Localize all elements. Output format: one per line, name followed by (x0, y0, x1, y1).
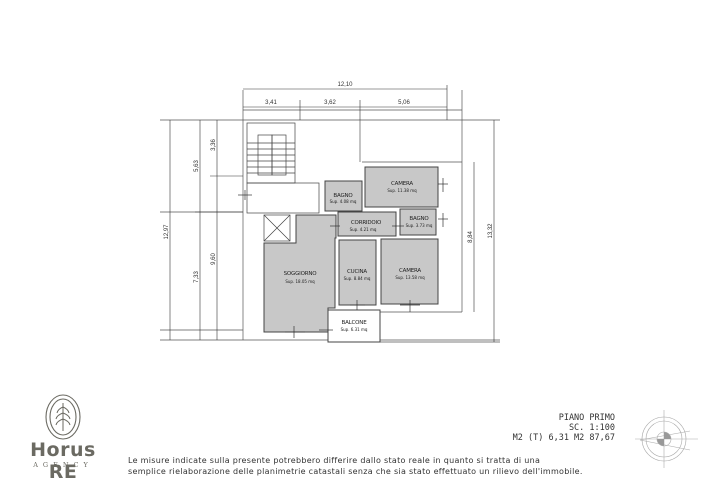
disclaimer-line-1: Le misure indicate sulla presente potreb… (128, 456, 541, 465)
room-bagno-1 (324, 180, 363, 212)
logo-subtitle: AGENCY (33, 461, 93, 469)
room-label: BALCONE (342, 320, 368, 326)
dim-top-total: 12,10 (337, 82, 353, 88)
room-label: CAMERA (391, 181, 413, 187)
stairwell (246, 122, 320, 242)
room-label: CORRIDOIO (351, 220, 382, 226)
disclaimer: Le misure indicate sulla presente potreb… (128, 455, 583, 477)
room-label: BAGNO (409, 216, 429, 222)
dim-top-1: 3,41 (265, 100, 277, 106)
scale-label: SC. 1:100 (568, 423, 615, 433)
dim-right-inner: 8,84 (468, 231, 474, 243)
room-label: SOGGIORNO (284, 271, 318, 277)
room-cucina (338, 239, 377, 306)
room-soggiorno (263, 214, 337, 333)
room-label: CAMERA (399, 268, 421, 274)
disclaimer-line-2: semplice rielaborazione delle planimetri… (128, 467, 583, 476)
room-corridoio (337, 211, 397, 237)
room-bagno-2 (399, 208, 437, 236)
floor-label: PIANO PRIMO (558, 413, 615, 423)
room-area: Sup. 13.58 mq (395, 275, 425, 280)
compass-rose-icon (635, 410, 698, 468)
plan-info: PIANO PRIMO SC. 1:100 M2 (T) 6,31 M2 87,… (513, 413, 615, 443)
agency-logo: Horus RE AGENCY (18, 393, 108, 483)
room-label: BAGNO (333, 193, 353, 199)
room-area: Sup. 18.05 mq (285, 279, 315, 284)
rooms (263, 166, 439, 333)
room-area: Sup. 8.84 mq (344, 276, 371, 281)
dim-left-inner-lower: 9,60 (211, 253, 217, 265)
dimension-lines (169, 85, 495, 342)
dim-left-upper: 5,63 (194, 160, 200, 172)
dim-top-3: 5,06 (398, 100, 410, 106)
room-area: Sup. 4.08 mq (330, 199, 357, 204)
area-label: M2 (T) 6,31 M2 87,67 (512, 433, 615, 443)
room-camera-2 (380, 238, 439, 305)
leaf-emblem-icon (45, 394, 81, 440)
room-area: Sup. 4.21 mq (350, 227, 377, 232)
room-camera-1 (364, 166, 439, 208)
dim-left-total: 12,97 (164, 224, 170, 240)
room-balcone (327, 309, 381, 343)
logo-title: Horus RE (30, 439, 96, 483)
room-area: Sup. 6.31 mq (341, 327, 368, 332)
dim-top-2: 3,62 (324, 100, 336, 106)
room-area: Sup. 11.38 mq (387, 188, 417, 193)
dim-left-inner-upper: 3,36 (211, 139, 217, 151)
room-area: Sup. 3.73 mq (406, 223, 433, 228)
room-label: CUCINA (347, 269, 367, 275)
dim-right-total: 13,32 (488, 223, 494, 239)
openings (238, 178, 448, 338)
site-outline (160, 90, 500, 343)
dim-left-lower: 7,33 (194, 271, 200, 283)
